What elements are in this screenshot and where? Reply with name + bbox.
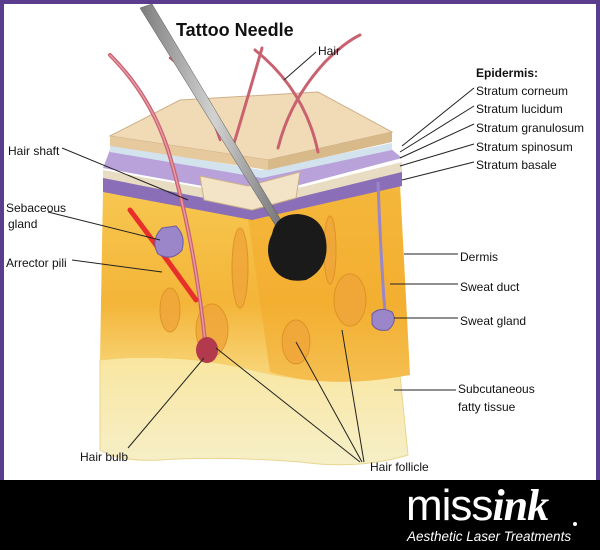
label-sebaceous: Sebaceous (6, 201, 67, 215)
label-fatty-tissue: fatty tissue (458, 400, 516, 414)
sweat-gland-shape (371, 308, 395, 331)
sebaceous-gland-shape (154, 225, 184, 258)
label-epidermis: Epidermis: (476, 66, 539, 80)
brand-tagline: Aesthetic Laser Treatments (407, 529, 572, 544)
label-arrector-pili: Arrector pili (6, 256, 67, 270)
label-sebaceous-gland: gland (8, 217, 38, 231)
label-sweat-gland: Sweat gland (460, 314, 527, 328)
label-hair-bulb: Hair bulb (80, 450, 129, 464)
diagram-title: Tattoo Needle (176, 20, 294, 40)
leader-lines (47, 51, 475, 463)
label-hair: Hair (318, 44, 341, 58)
follicles (159, 215, 367, 365)
brand-logo: missink (406, 480, 549, 531)
logo-prefix: miss (406, 481, 493, 530)
logo-accent: ink (492, 481, 549, 530)
label-dermis: Dermis (460, 250, 498, 264)
label-hair-shaft: Hair shaft (8, 144, 60, 158)
epidermis-cut (199, 171, 301, 211)
diagram-canvas: Tattoo Needle Hair Epidermis: Stratum co… (4, 4, 596, 480)
label-stratum-spinosum: Stratum spinosum (476, 140, 573, 154)
stratum-corneum-side (268, 132, 392, 170)
stratum-corneum-front (110, 136, 268, 170)
hair-bulb-shape (196, 337, 218, 363)
label-stratum-basale: Stratum basale (476, 158, 557, 172)
label-sweat-duct: Sweat duct (460, 280, 520, 294)
footer-bar (0, 480, 600, 550)
logo-dot (573, 522, 577, 526)
label-subcutaneous: Subcutaneous (458, 382, 535, 396)
label-stratum-granulosum: Stratum granulosum (476, 121, 585, 135)
ink-blot (268, 214, 327, 281)
label-stratum-corneum: Stratum corneum (476, 84, 569, 98)
label-stratum-lucidum: Stratum lucidum (476, 102, 563, 116)
label-hair-follicle: Hair follicle (370, 460, 429, 474)
skin-illustration (47, 4, 475, 466)
